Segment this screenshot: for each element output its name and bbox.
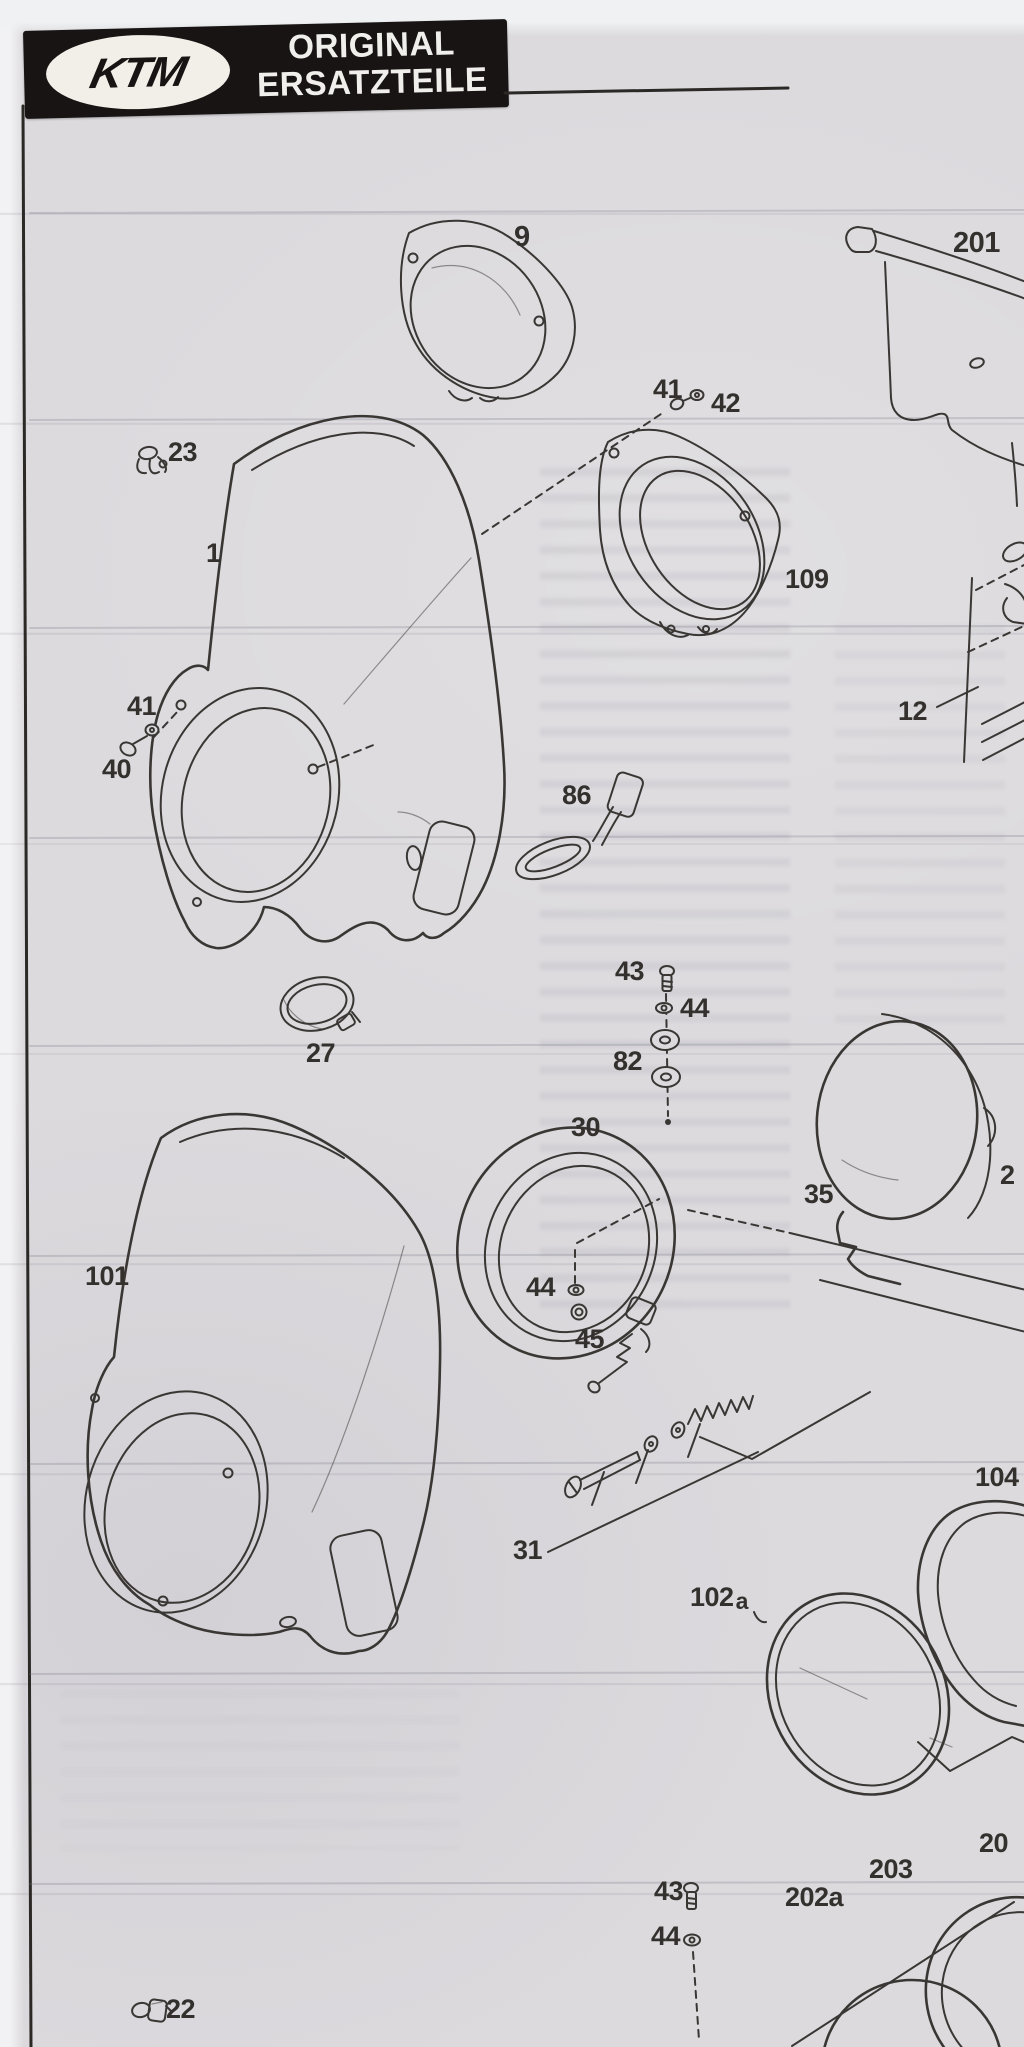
ghost-bleed-through — [835, 625, 1005, 1025]
part-86-strap-drawing — [515, 771, 644, 881]
part-label-102a-suffix: a — [735, 1588, 749, 1614]
part-label-44-upper: 44 — [680, 993, 710, 1023]
part-label-31: 31 — [513, 1535, 543, 1565]
part-label-44-lower: 44 — [651, 1921, 681, 1951]
part-label-27: 27 — [306, 1038, 336, 1068]
faint-horizontal-rules — [29, 209, 1024, 1885]
hardware-43-44-lower-drawing — [683, 1882, 701, 2041]
part-label-101: 101 — [85, 1261, 129, 1291]
ghost-bleed-through — [60, 1690, 460, 1850]
part-label-20: 20 — [979, 1828, 1009, 1858]
part-109-mounting-ring-drawing — [597, 428, 781, 638]
part-30-headlamp-ring-drawing — [455, 1126, 677, 1394]
part-label-41-left: 41 — [127, 691, 157, 721]
parts-203-202a-rings-drawing — [791, 1895, 1024, 2047]
part-9-trim-ring-drawing — [400, 219, 576, 403]
part-label-45: 45 — [575, 1324, 605, 1354]
page-border-lines — [21, 86, 790, 2047]
fastener-41-42-upper-drawing — [481, 389, 705, 535]
fastener-40-41-left-drawing — [119, 710, 179, 757]
part-35-bracket-drawing — [687, 1209, 1024, 1333]
part-label-12: 12 — [898, 696, 928, 726]
part-1-fairing-drawing — [148, 414, 506, 950]
part-label-1: 1 — [206, 538, 221, 568]
part-104-ring-drawing — [916, 1499, 1024, 1772]
part-27-clamp-drawing — [279, 976, 361, 1032]
part-201-windscreen-drawing — [845, 226, 1024, 507]
part-23-clip-drawing — [136, 445, 168, 475]
part-label-44-mid: 44 — [526, 1272, 556, 1302]
part-label-30: 30 — [571, 1112, 601, 1142]
part-22-clip-drawing — [131, 1998, 173, 2023]
part-label-201: 201 — [953, 227, 1000, 259]
part-label-35: 35 — [804, 1179, 834, 1209]
part-label-102a: 102a — [690, 1582, 749, 1614]
part-label-104: 104 — [975, 1462, 1019, 1492]
hardware-31-screw-spring-drawing — [547, 1391, 871, 1553]
part-label-23: 23 — [168, 437, 198, 467]
headlamp-unit-drawing — [815, 1013, 996, 1221]
part-label-109: 109 — [785, 564, 829, 594]
part-label-86: 86 — [562, 780, 592, 810]
part-102a-lens-drawing — [753, 1592, 953, 1796]
hardware-44-45-drawing — [567, 1198, 660, 1321]
part-label-43-upper: 43 — [615, 956, 645, 986]
part-label-41-upper: 41 — [653, 374, 683, 404]
part-label-202a: 202a — [785, 1882, 844, 1912]
part-label-43-lower: 43 — [654, 1876, 684, 1906]
part-label-40: 40 — [102, 754, 132, 784]
part-label-82: 82 — [613, 1046, 643, 1076]
part-label-9: 9 — [514, 221, 530, 253]
part-label-203: 203 — [869, 1854, 913, 1884]
part-101-fairing-drawing — [83, 1112, 442, 1655]
hardware-43-44-82-drawing — [650, 965, 681, 1125]
part-12-bracket-drawing — [936, 541, 1024, 763]
part-label-42: 42 — [711, 388, 741, 418]
part-label-2: 2 — [1000, 1160, 1015, 1190]
part-label-22: 22 — [166, 1994, 196, 2024]
part-label-102a-number: 102 — [690, 1582, 734, 1612]
